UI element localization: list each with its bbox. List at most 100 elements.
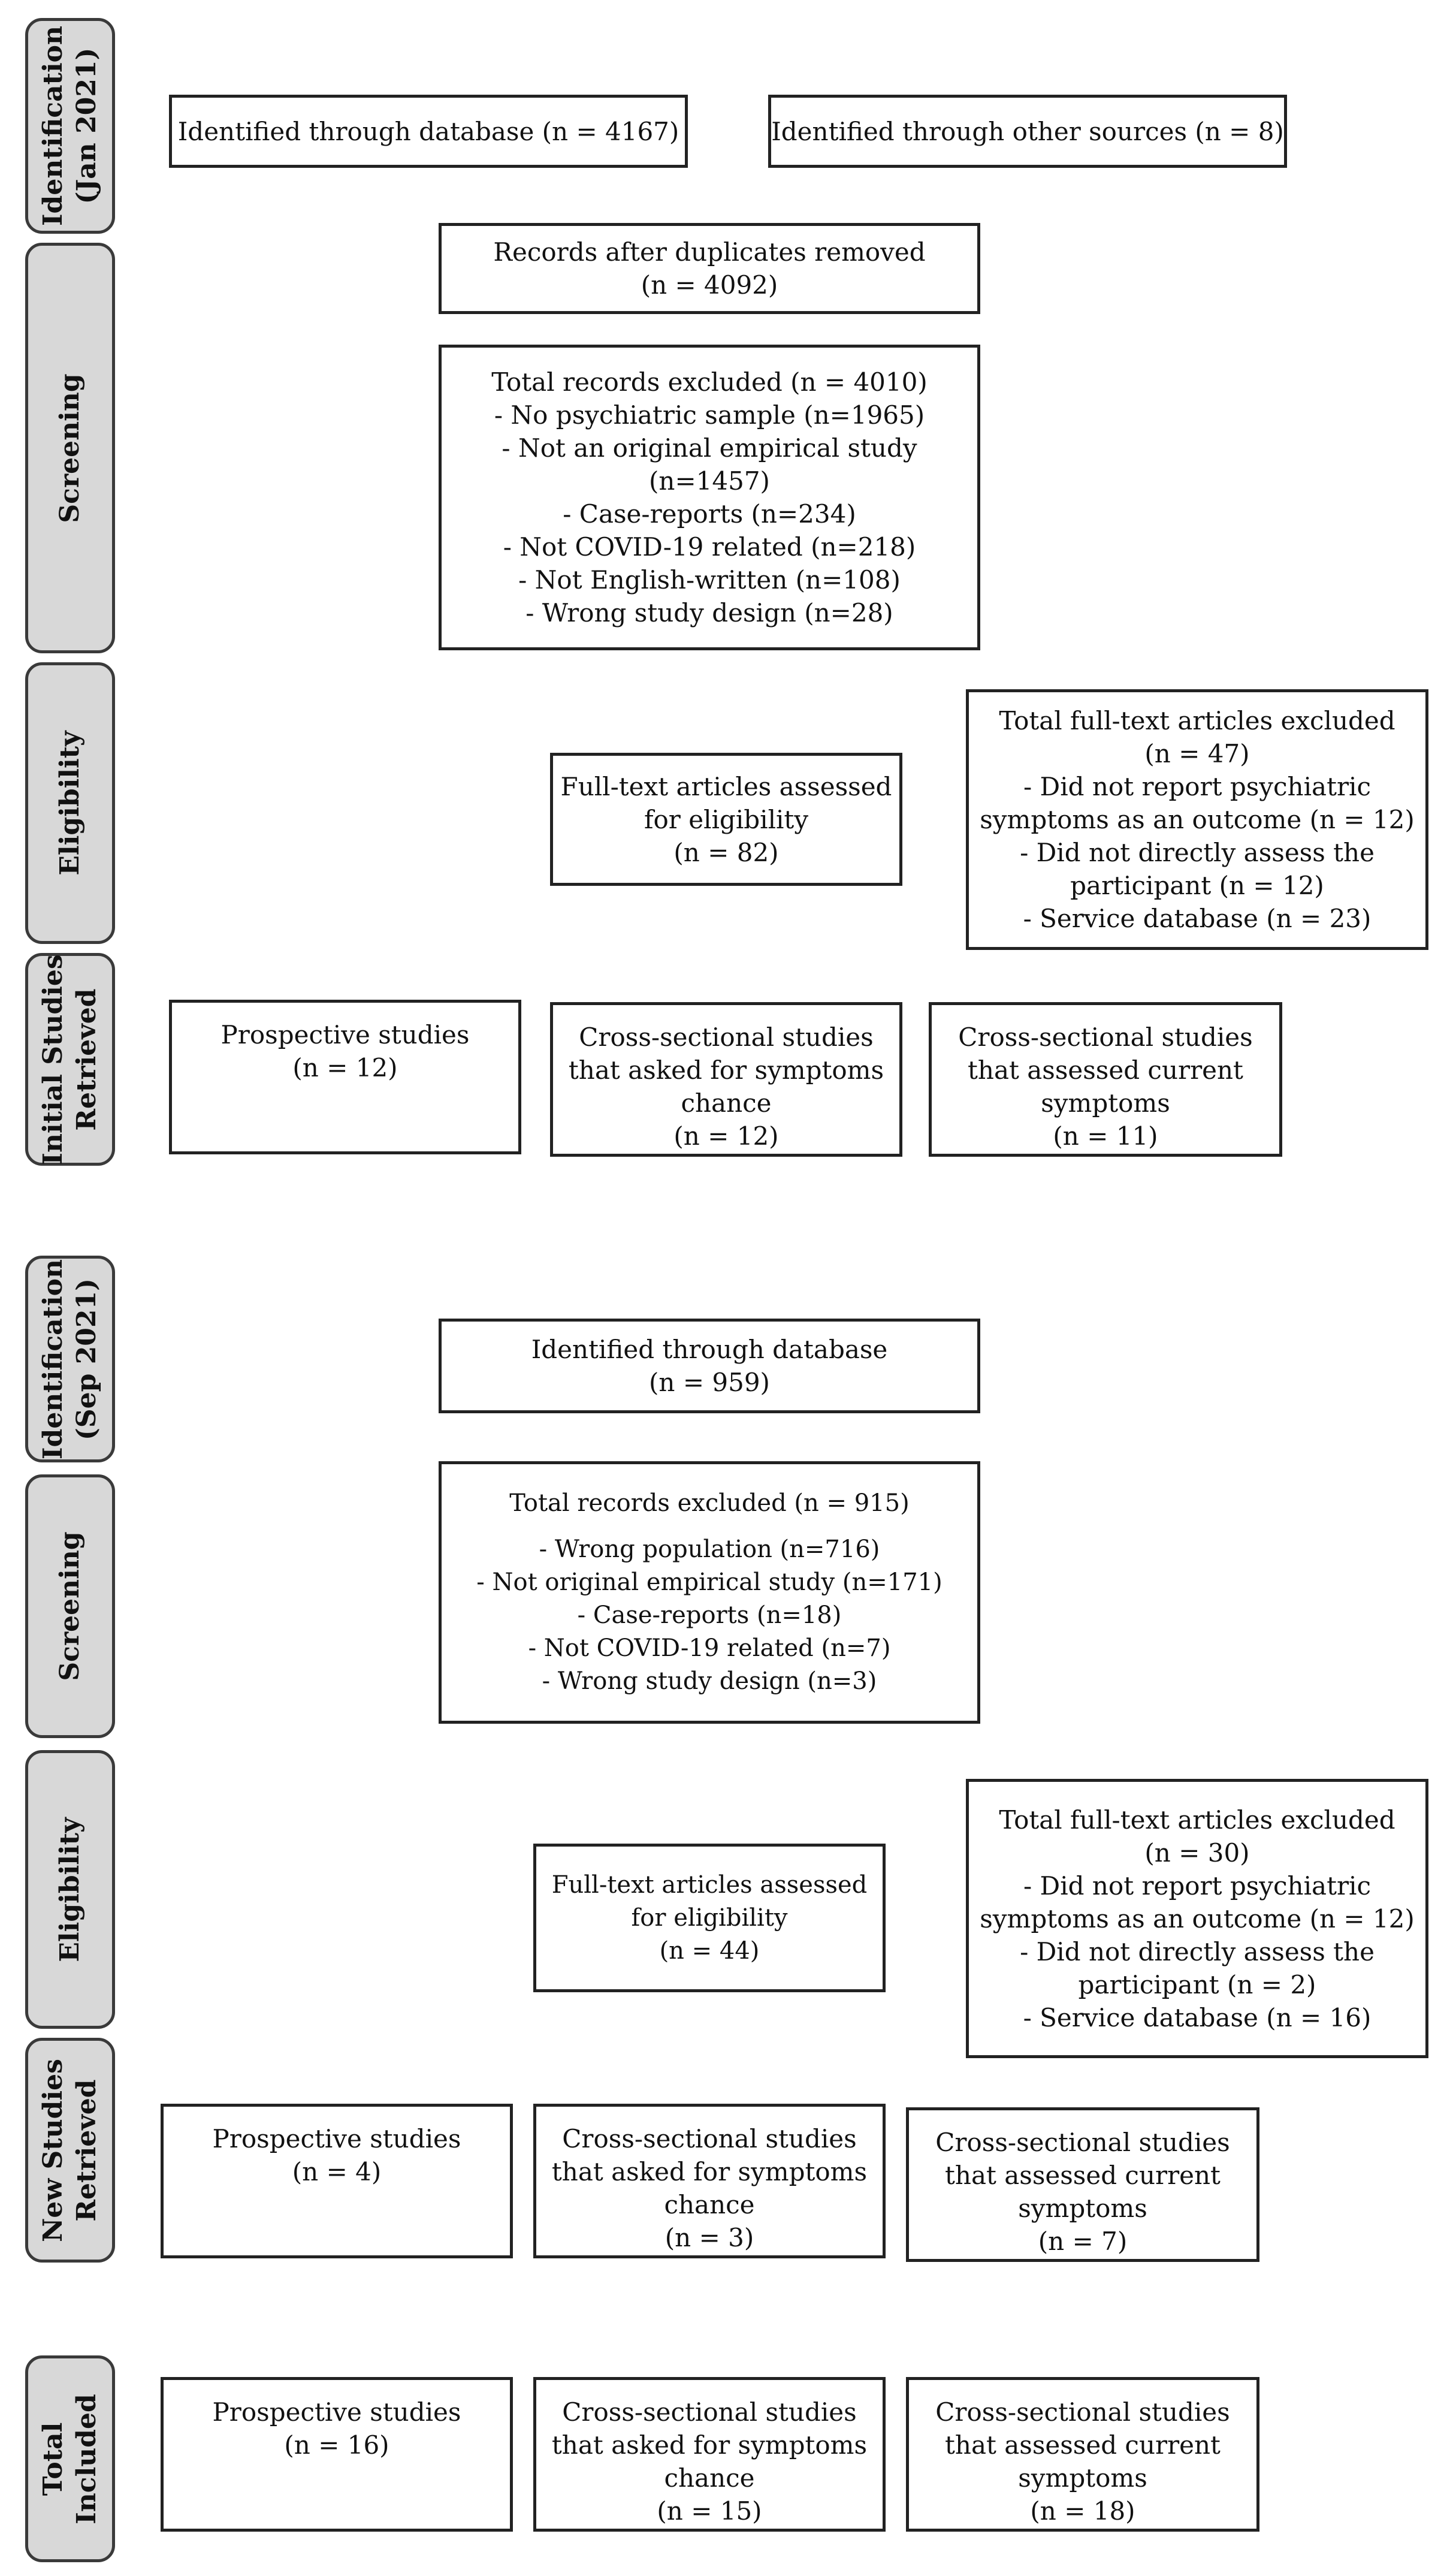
- box-line: - Not COVID-19 related (n=218): [503, 532, 916, 562]
- box-line: - Case-reports (n=18): [577, 1601, 842, 1629]
- box-line: Prospective studies: [212, 2397, 461, 2427]
- stage-label: Total Included: [38, 2393, 102, 2524]
- stage-identification-jan: Identification (Jan 2021): [25, 18, 115, 234]
- box-line: - No psychiatric sample (n=1965): [494, 400, 925, 430]
- box-line: Prospective studies: [220, 1020, 470, 1049]
- box-line: (n = 16): [284, 2430, 389, 2460]
- total-cross-sectional-current-box: Cross-sectional studies that assessed cu…: [906, 2377, 1259, 2532]
- cross-sectional-change-sep-box: Cross-sectional studies that asked for s…: [533, 2104, 886, 2258]
- fulltext-assessed-sep-box: Full-text articles assessed for eligibil…: [533, 1844, 886, 1992]
- box-line: (n = 12): [673, 1121, 779, 1151]
- box-line: that assessed current: [968, 1055, 1243, 1085]
- box-line: Total records excluded (n = 4010): [491, 367, 928, 397]
- box-line: symptoms as an outcome (n = 12): [980, 805, 1415, 834]
- box-line: - Not original empirical study (n=171): [476, 1568, 943, 1596]
- box-line: participant (n = 2): [1078, 1969, 1316, 1999]
- fulltext-excluded-sep-box: Total full-text articles excluded (n = 3…: [966, 1779, 1428, 2058]
- stage-label: Eligibility: [55, 1817, 85, 1962]
- cross-sectional-current-box: Cross-sectional studies that assessed cu…: [929, 1002, 1282, 1157]
- stage-new-retrieved: New Studies Retrieved: [25, 2038, 115, 2263]
- identified-database-sep-box: Identified through database (n = 959): [439, 1319, 980, 1413]
- box-line: Cross-sectional studies: [562, 2397, 857, 2427]
- box-line: symptoms: [1041, 1088, 1170, 1118]
- prospective-studies-sep-box: Prospective studies (n = 4): [161, 2104, 513, 2258]
- box-line: (n = 15): [657, 2496, 762, 2526]
- box-line: - Service database (n = 16): [1023, 2002, 1372, 2032]
- box-line: (n = 44): [659, 1936, 760, 1965]
- box-line: Prospective studies: [212, 2124, 461, 2153]
- total-prospective-box: Prospective studies (n = 16): [161, 2377, 513, 2532]
- stage-label: Screening: [55, 373, 85, 523]
- stage-screening-2: Screening: [25, 1474, 115, 1738]
- box-line: that asked for symptoms: [568, 1055, 884, 1085]
- records-excluded-sep-box: Total records excluded (n = 915) - Wrong…: [439, 1461, 980, 1724]
- stage-screening-1: Screening: [25, 243, 115, 653]
- box-line: Identified through other sources (n = 8): [771, 116, 1284, 146]
- box-line: - Wrong study design (n=3): [542, 1667, 877, 1695]
- box-line: - Did not report psychiatric: [1023, 1871, 1371, 1901]
- box-line: - Case-reports (n=234): [563, 499, 856, 529]
- box-line: that asked for symptoms: [551, 2430, 868, 2460]
- box-line: (n = 30): [1144, 1838, 1250, 1868]
- box-line: symptoms as an outcome (n = 12): [980, 1904, 1415, 1933]
- stage-total-included: Total Included: [25, 2355, 115, 2562]
- stage-eligibility-1: Eligibility: [25, 662, 115, 944]
- box-line: - Did not directly assess the: [1020, 838, 1375, 867]
- box-line: (n = 3): [664, 2223, 754, 2252]
- box-line: Full-text articles assessed: [560, 771, 892, 801]
- box-line: Cross-sectional studies: [562, 2124, 857, 2153]
- box-line: - Not an original empirical study: [502, 433, 917, 463]
- identified-database-box: Identified through database (n = 4167): [169, 95, 688, 168]
- box-line: chance: [664, 2190, 755, 2219]
- fulltext-excluded-box: Total full-text articles excluded (n = 4…: [966, 689, 1428, 950]
- total-cross-sectional-change-box: Cross-sectional studies that asked for s…: [533, 2377, 886, 2532]
- box-line: Identified through database (n = 4167): [177, 116, 679, 146]
- stage-eligibility-2: Eligibility: [25, 1750, 115, 2029]
- stage-label: Identification (Sep 2021): [38, 1259, 102, 1459]
- box-line: (n = 18): [1030, 2496, 1135, 2526]
- box-line: symptoms: [1018, 2463, 1147, 2493]
- box-line: (n = 959): [649, 1368, 770, 1397]
- box-line: - Wrong study design (n=28): [525, 598, 893, 628]
- box-line: - Not COVID-19 related (n=7): [528, 1634, 891, 1662]
- prospective-studies-box: Prospective studies (n = 12): [169, 1000, 521, 1154]
- box-line: that asked for symptoms: [551, 2157, 868, 2186]
- box-line: Cross-sectional studies: [579, 1022, 874, 1052]
- box-line: Records after duplicates removed: [493, 237, 926, 267]
- box-line: Cross-sectional studies: [958, 1022, 1253, 1052]
- box-line: Identified through database: [531, 1335, 888, 1364]
- box-line: (n = 7): [1038, 2227, 1128, 2256]
- box-line: chance: [664, 2463, 755, 2493]
- stage-label: Initial Studies Retrieved: [38, 954, 102, 1165]
- box-line: for eligibility: [631, 1904, 788, 1932]
- box-line: that assessed current: [945, 2430, 1221, 2460]
- stage-identification-sep: Identification (Sep 2021): [25, 1256, 115, 1462]
- cross-sectional-current-sep-box: Cross-sectional studies that assessed cu…: [906, 2107, 1259, 2262]
- box-line: Cross-sectional studies: [935, 2397, 1230, 2427]
- box-line: chance: [681, 1088, 772, 1118]
- box-line: that assessed current: [945, 2161, 1221, 2190]
- box-line: (n=1457): [649, 466, 770, 496]
- box-line: Total full-text articles excluded: [999, 706, 1395, 735]
- box-line: Full-text articles assessed: [551, 1871, 868, 1899]
- stage-initial-retrieved: Initial Studies Retrieved: [25, 953, 115, 1166]
- records-excluded-box: Total records excluded (n = 4010) - No p…: [439, 345, 980, 650]
- box-line: (n = 4): [292, 2157, 382, 2186]
- box-line: for eligibility: [644, 804, 809, 834]
- stage-label: Eligibility: [55, 731, 85, 876]
- box-line: Cross-sectional studies: [935, 2128, 1230, 2157]
- stage-label: Identification (Jan 2021): [38, 25, 102, 227]
- identified-other-sources-box: Identified through other sources (n = 8): [768, 95, 1287, 168]
- stage-label: Screening: [55, 1531, 85, 1681]
- duplicates-removed-box: Records after duplicates removed (n = 40…: [439, 223, 980, 314]
- box-line: Total full-text articles excluded: [999, 1805, 1395, 1835]
- box-line: - Service database (n = 23): [1023, 904, 1372, 933]
- box-line: (n = 4092): [641, 270, 778, 300]
- box-line: - Did not report psychiatric: [1023, 772, 1371, 801]
- box-line: - Not English-written (n=108): [518, 565, 901, 595]
- box-line: (n = 82): [673, 837, 779, 867]
- cross-sectional-change-box: Cross-sectional studies that asked for s…: [550, 1002, 902, 1157]
- box-line: - Wrong population (n=716): [539, 1536, 880, 1563]
- fulltext-assessed-box: Full-text articles assessed for eligibil…: [550, 753, 902, 886]
